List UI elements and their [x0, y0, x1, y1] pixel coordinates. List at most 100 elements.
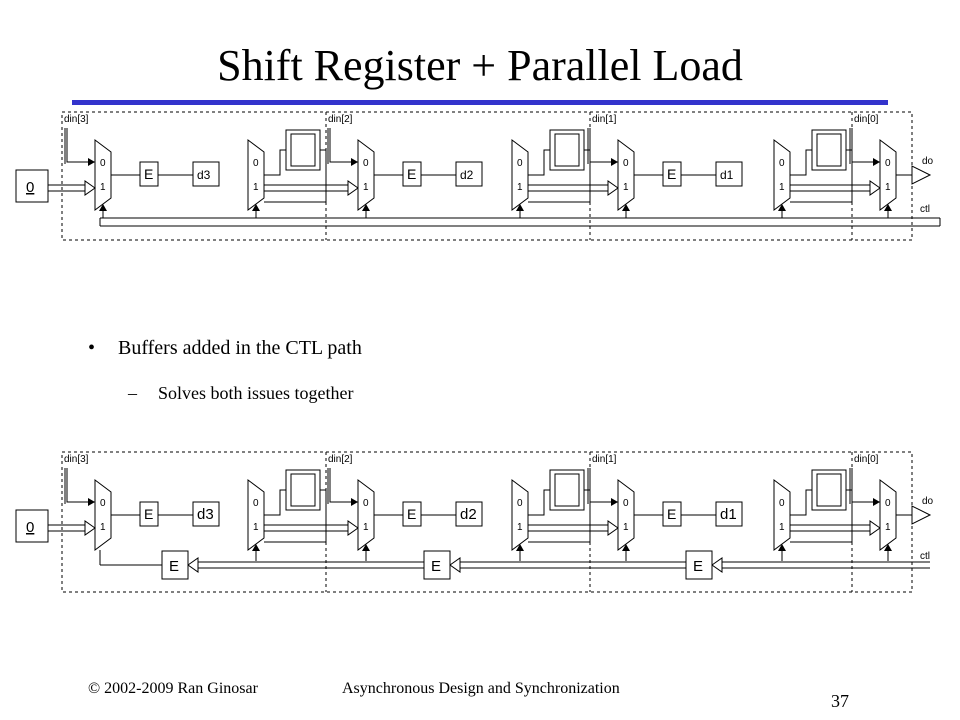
bullet-text: Buffers added in the CTL path: [118, 337, 362, 359]
ctl-tap-arrow-head: [622, 204, 630, 211]
delay-block: [455, 161, 483, 187]
din-arrow-head: [351, 498, 358, 506]
input-bus-head: [84, 180, 96, 196]
output-label: do: [922, 156, 934, 167]
din-label: din[1]: [592, 454, 617, 465]
din-arrow-head: [88, 158, 95, 166]
input-mux: [94, 479, 112, 551]
load-mux: [247, 139, 265, 211]
din-arrow-head: [611, 158, 618, 166]
flip-flop-register-inner: [816, 133, 842, 167]
input-zero-value: 0: [26, 519, 34, 536]
shift-bus-head: [607, 520, 619, 536]
mux-to-register-wire: [790, 489, 812, 516]
load-mux: [511, 139, 529, 211]
mux-input-1-label: 1: [517, 182, 523, 193]
sub-bullet-marker: –: [128, 383, 137, 403]
delay-block: [192, 501, 220, 527]
ctl-label: ctl: [920, 204, 930, 215]
mux-input-0-label: 0: [517, 498, 523, 509]
mux-input-1-label: 1: [253, 522, 259, 533]
enable-block: [402, 501, 422, 527]
sub-bullet-text: Solves both issues together: [158, 383, 354, 403]
mux-input-1-label: 1: [517, 522, 523, 533]
ctl-buffer: [161, 550, 189, 580]
mux-input-0-label: 0: [100, 158, 106, 169]
delay-label: d1: [720, 506, 737, 523]
din-wire: [66, 128, 95, 163]
din-wire: [329, 128, 358, 163]
shift-bus-head: [869, 520, 881, 536]
input-zero-box: [15, 169, 49, 203]
title-underline: [72, 100, 888, 105]
ctl-buffer-label: E: [431, 558, 441, 575]
footer-copyright: © 2002-2009 Ran Ginosar: [88, 680, 258, 697]
delay-block: [715, 161, 743, 187]
input-mux: [879, 479, 897, 551]
delay-block: [192, 161, 220, 187]
ctl-tap-arrow-head: [516, 204, 524, 211]
din-label: din[0]: [854, 454, 879, 465]
ctl-buffer-label: E: [693, 558, 703, 575]
ctl-tap-arrow-head: [884, 544, 892, 551]
mux-input-1-label: 1: [253, 182, 259, 193]
mux-input-1-label: 1: [623, 522, 629, 533]
load-mux: [511, 479, 529, 551]
mux-to-register-wire: [790, 149, 812, 176]
mux-input-1-label: 1: [885, 182, 891, 193]
flip-flop-register-inner: [554, 473, 580, 507]
din-arrow-head: [88, 498, 95, 506]
mux-input-1-label: 1: [100, 182, 106, 193]
input-zero-box: [15, 509, 49, 543]
din-label: din[3]: [64, 114, 89, 125]
register-feedback-wire: [528, 149, 591, 203]
load-mux: [247, 479, 265, 551]
bullet-list: • Buffers added in the CTL path – Solves…: [88, 334, 362, 406]
din-arrow-head: [351, 158, 358, 166]
enable-label: E: [667, 506, 676, 522]
bullet-marker: •: [88, 337, 96, 359]
input-mux: [94, 139, 112, 211]
din-arrow-head: [611, 498, 618, 506]
load-mux: [773, 479, 791, 551]
delay-label: d1: [720, 168, 734, 182]
footer-course-title: Asynchronous Design and Synchronization: [342, 680, 620, 697]
register-feedback-wire: [264, 489, 327, 543]
input-bus-head: [84, 520, 96, 536]
mux-input-1-label: 1: [363, 182, 369, 193]
ctl-bus-head: [449, 557, 461, 573]
mux-input-1-label: 1: [363, 522, 369, 533]
input-zero-value: 0: [26, 179, 34, 196]
shift-bus-head: [607, 180, 619, 196]
page-number: 37: [831, 691, 849, 711]
ctl-bus-head: [187, 557, 199, 573]
din-wire: [851, 128, 880, 163]
enable-label: E: [144, 506, 153, 522]
din-wire: [589, 468, 618, 503]
din-wire: [66, 468, 95, 503]
delay-label: d2: [460, 168, 474, 182]
ctl-tap-arrow-head: [778, 204, 786, 211]
output-arrow-head: [911, 505, 932, 525]
mux-input-0-label: 0: [779, 498, 785, 509]
sub-bullet-item: – Solves both issues together: [88, 380, 362, 406]
mux-to-register-wire: [264, 149, 286, 176]
mux-input-0-label: 0: [253, 498, 259, 509]
delay-block: [455, 501, 483, 527]
din-label: din[1]: [592, 114, 617, 125]
enable-block: [402, 161, 422, 187]
mux-to-register-wire: [264, 489, 286, 516]
mux-input-0-label: 0: [100, 498, 106, 509]
output-label: do: [922, 496, 934, 507]
flip-flop-register-inner: [554, 133, 580, 167]
mux-input-1-label: 1: [779, 182, 785, 193]
shift-bus-head: [869, 180, 881, 196]
ctl-buffer: [423, 550, 451, 580]
mux-input-0-label: 0: [779, 158, 785, 169]
enable-label: E: [407, 166, 416, 182]
input-mux: [879, 139, 897, 211]
enable-block: [139, 161, 159, 187]
flip-flop-register-inner: [290, 133, 316, 167]
enable-label: E: [407, 506, 416, 522]
ctl-tap-arrow-head: [362, 204, 370, 211]
